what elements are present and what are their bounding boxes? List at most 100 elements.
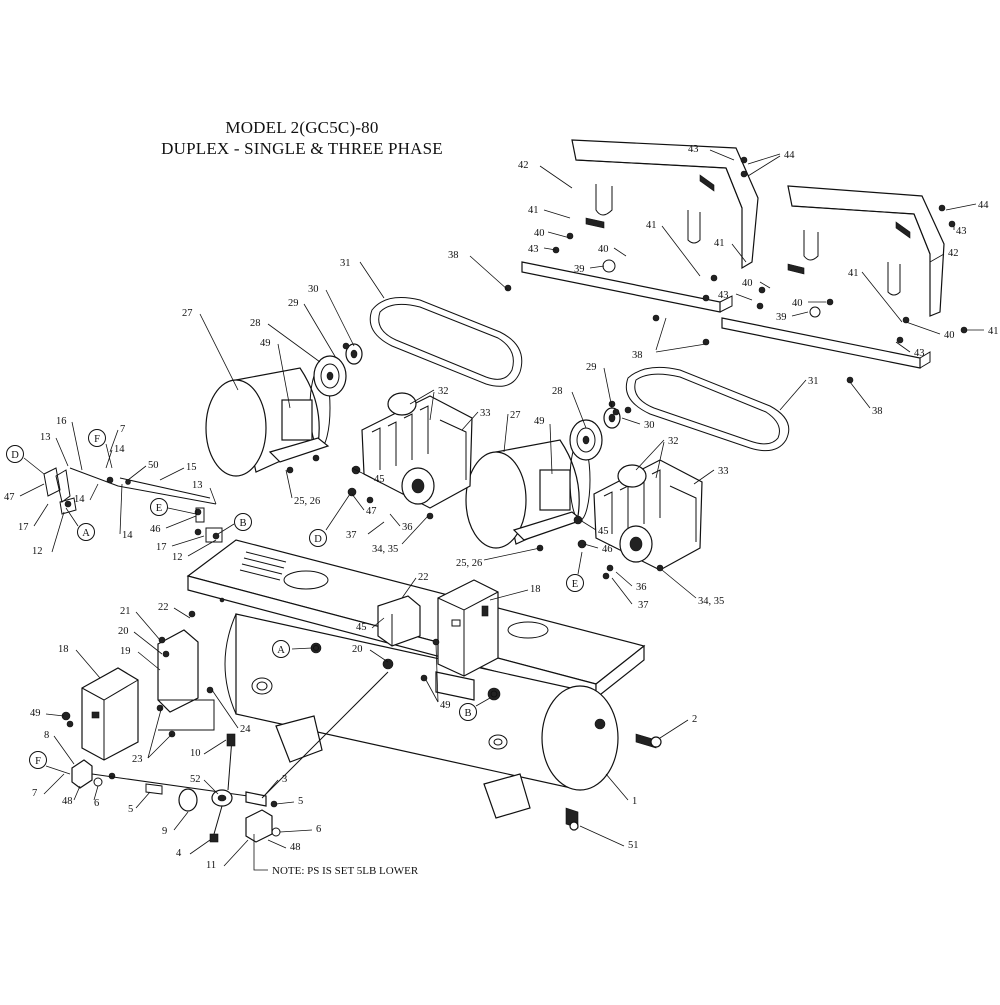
part-label: 46 [150, 524, 161, 535]
leader-line [165, 515, 197, 529]
callout-circle [459, 703, 477, 721]
leader-line [929, 253, 945, 263]
callout-circle [88, 429, 106, 447]
part-label: 14 [122, 530, 133, 541]
part-label: 30 [644, 420, 655, 431]
leader-line [435, 643, 439, 703]
part-label: 47 [4, 492, 15, 503]
motor-right [465, 439, 591, 549]
leader-line [263, 779, 279, 797]
leader-line [45, 713, 65, 717]
part-label: 45 [356, 622, 367, 633]
air-tank [224, 613, 619, 819]
leader-line [603, 367, 613, 409]
model-subtitle: DUPLEX - SINGLE & THREE PHASE [161, 139, 443, 158]
callout-leader [167, 507, 197, 515]
part-label: 44 [978, 200, 989, 211]
leader-line [589, 265, 605, 269]
leader-line [709, 149, 735, 161]
part-label: 37 [638, 600, 649, 611]
part-label: 43 [718, 290, 729, 301]
leader-line [543, 247, 557, 251]
leader-line [613, 247, 627, 257]
part-label: 40 [944, 330, 955, 341]
part-label: 22 [418, 572, 429, 583]
callout-circle [150, 498, 168, 516]
part-label: 7 [32, 788, 37, 799]
leader-line [861, 271, 903, 323]
part-label: 49 [260, 338, 271, 349]
leader-line [905, 321, 941, 335]
leader-line [359, 261, 385, 299]
leader-line [747, 155, 781, 177]
leader-line [285, 469, 293, 499]
pressure-switch-box [437, 579, 499, 677]
leader-line [19, 483, 45, 497]
part-label: 25, 26 [294, 496, 320, 507]
leader-line [325, 289, 355, 347]
leader-line [211, 689, 239, 729]
part-label: 41 [646, 220, 657, 231]
part-label: 13 [192, 480, 203, 491]
leader-line [275, 801, 295, 805]
pump-right [593, 459, 703, 571]
leader-line [199, 313, 239, 391]
part-label: 40 [598, 244, 609, 255]
part-label: 19 [120, 646, 131, 657]
leader-line [53, 735, 75, 765]
leader-line [187, 539, 217, 557]
part-label: 24 [240, 724, 251, 735]
callout-letter: F [94, 434, 100, 445]
leader-lines: 4344424140434140413839404340394144434240… [4, 144, 999, 871]
part-label: 45 [598, 526, 609, 537]
callout-circle [29, 751, 47, 769]
callout-circle [272, 640, 290, 658]
leader-line [779, 379, 807, 411]
part-label: 14 [74, 494, 85, 505]
callout-letter: D [11, 450, 19, 461]
leader-line [605, 773, 629, 801]
leader-line [89, 483, 99, 501]
leader-line [189, 839, 211, 855]
leader-line [539, 165, 573, 189]
part-label: 16 [56, 416, 67, 427]
leader-line [483, 547, 541, 561]
leader-line [747, 153, 781, 165]
leader-line [223, 839, 249, 867]
part-label: 1 [632, 796, 637, 807]
leader-line [635, 439, 665, 471]
part-label: 18 [58, 644, 69, 655]
part-label: 11 [206, 860, 216, 871]
part-label: 40 [792, 298, 803, 309]
part-label: 50 [148, 460, 159, 471]
callout-f: F [88, 429, 113, 469]
part-label: 38 [632, 350, 643, 361]
part-label: 27 [182, 308, 193, 319]
part-label: 17 [156, 542, 167, 553]
part-label: 43 [914, 348, 925, 359]
part-label: 2 [692, 714, 697, 725]
part-label: 42 [948, 248, 959, 259]
part-label: 32 [668, 436, 679, 447]
leader-line [203, 779, 219, 795]
belt-guard-left [571, 139, 759, 270]
part-label: 29 [586, 362, 597, 373]
part-label: 21 [120, 606, 131, 617]
part-label: 14 [114, 444, 125, 455]
part-label: 44 [784, 150, 795, 161]
part-label: 5 [298, 796, 303, 807]
leader-line [119, 483, 123, 535]
part-label: 41 [528, 205, 539, 216]
part-label: 30 [308, 284, 319, 295]
part-label: 41 [714, 238, 725, 249]
callout-leader [577, 551, 583, 575]
part-label: 40 [534, 228, 545, 239]
part-label: 32 [438, 386, 449, 397]
belt-guard-right [787, 185, 945, 317]
part-label: 20 [118, 626, 129, 637]
part-label: 41 [988, 326, 999, 337]
leader-line [425, 679, 439, 703]
part-label: 48 [62, 796, 73, 807]
part-label: 45 [374, 474, 385, 485]
part-label: 43 [688, 144, 699, 155]
